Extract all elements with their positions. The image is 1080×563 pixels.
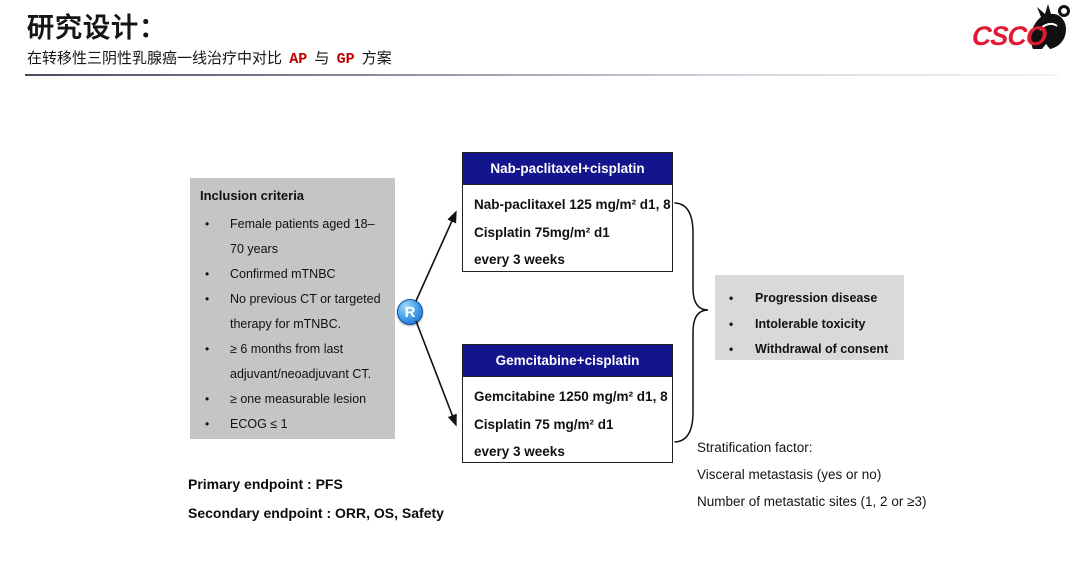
randomization-badge: R	[397, 299, 423, 325]
arm-nab-paclitaxel-header: Nab-paclitaxel+cisplatin	[463, 153, 672, 185]
regimen-line: Gemcitabine 1250 mg/m² d1, 8	[474, 389, 668, 404]
inclusion-criteria-box: Inclusion criteria •Female patients aged…	[190, 178, 395, 439]
arm-nab-paclitaxel-box: Nab-paclitaxel+cisplatin Nab-paclitaxel …	[462, 152, 673, 272]
list-item: •≥ 6 months from last adjuvant/neoadjuva…	[190, 337, 387, 387]
primary-endpoint: Primary endpoint : PFS	[188, 476, 343, 492]
arm-gemcitabine-body: Gemcitabine 1250 mg/m² d1, 8 Cisplatin 7…	[463, 377, 672, 466]
list-item: •≥ one measurable lesion	[190, 387, 387, 412]
stratification-line: Stratification factor:	[697, 440, 813, 455]
subtitle-text-3: 方案	[361, 50, 392, 67]
stratification-line: Number of metastatic sites (1, 2 or ≥3)	[697, 494, 927, 509]
list-item: •Intolerable toxicity	[715, 312, 904, 338]
regimen-line: Cisplatin 75mg/m² d1	[474, 224, 610, 240]
csco-logo-text: CSCO	[970, 21, 1048, 51]
bullet-icon: •	[205, 292, 210, 306]
list-item: •No previous CT or targeted therapy for …	[190, 287, 387, 337]
arrow-to-top-arm	[415, 210, 457, 302]
page-title: 研究设计：	[27, 13, 167, 43]
page-subtitle: 在转移性三阴性乳腺癌一线治疗中对比 AP 与 GP 方案	[27, 47, 392, 68]
bullet-icon: •	[729, 316, 734, 331]
csco-emblem-icon	[1030, 4, 1070, 49]
randomization-label: R	[404, 303, 416, 321]
bullet-icon: •	[729, 342, 734, 356]
inclusion-title: Inclusion criteria	[200, 188, 305, 203]
subtitle-text-2: 与	[314, 50, 330, 67]
subtitle-gp-label: GP	[336, 51, 355, 68]
curly-brace	[674, 202, 709, 443]
header-divider	[25, 74, 1058, 76]
stratification-note: Stratification factor: Visceral metastas…	[697, 434, 927, 515]
list-item: •ECOG ≤ 1	[190, 412, 387, 437]
arrow-to-bottom-arm	[415, 320, 457, 427]
regimen-line: every 3 weeks	[474, 252, 565, 267]
bullet-icon: •	[205, 267, 210, 281]
bullet-icon: •	[729, 291, 734, 305]
regimen-line: Nab-paclitaxel 125 mg/m² d1, 8	[474, 197, 671, 212]
endpoints-note: Primary endpoint : PFS Secondary endpoin…	[188, 470, 444, 527]
subtitle-text-1: 在转移性三阴性乳腺癌一线治疗中对比	[27, 50, 283, 67]
arm-gemcitabine-header: Gemcitabine+cisplatin	[463, 345, 672, 377]
stratification-line: Visceral metastasis (yes or no)	[697, 467, 882, 482]
list-item: •Female patients aged 18–70 years	[190, 212, 387, 262]
regimen-line: Cisplatin 75 mg/m² d1	[474, 416, 614, 432]
secondary-endpoint: Secondary endpoint : ORR, OS, Safety	[188, 504, 444, 521]
arm-gemcitabine-box: Gemcitabine+cisplatin Gemcitabine 1250 m…	[462, 344, 673, 463]
subtitle-ap-label: AP	[289, 51, 308, 68]
list-item: •Confirmed mTNBC	[190, 262, 387, 287]
discontinuation-box: •Progression disease •Intolerable toxici…	[715, 275, 904, 360]
bullet-icon: •	[205, 392, 210, 406]
list-item: •Withdrawal of consent	[715, 337, 904, 363]
regimen-line: every 3 weeks	[474, 444, 565, 459]
arm-nab-paclitaxel-body: Nab-paclitaxel 125 mg/m² d1, 8 Cisplatin…	[463, 185, 672, 274]
csco-logo: CSCO	[968, 2, 1072, 54]
bullet-icon: •	[205, 217, 210, 231]
list-item: •Progression disease	[715, 286, 904, 312]
bullet-icon: •	[205, 417, 210, 431]
bullet-icon: •	[205, 342, 210, 356]
